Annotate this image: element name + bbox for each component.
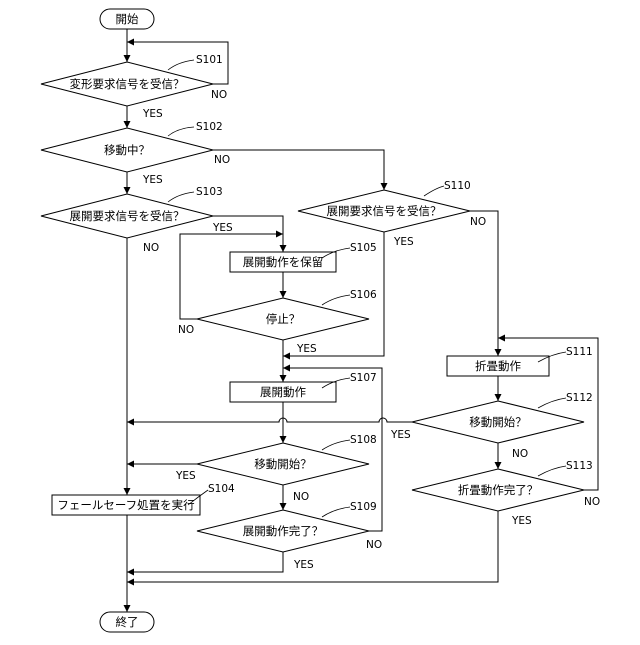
decision-s112: 移動開始？ bbox=[412, 401, 584, 443]
decision-s110: 展開要求信号を受信？ bbox=[298, 190, 470, 232]
process-s105-label: 展開動作を保留 bbox=[243, 255, 324, 269]
decision-s106: 停止？ bbox=[197, 298, 369, 340]
edge-label-s103-no: NO bbox=[143, 242, 159, 254]
process-s105: 展開動作を保留 bbox=[230, 252, 336, 272]
process-s111-label: 折畳動作 bbox=[475, 359, 521, 373]
edge-label-s110-yes: YES bbox=[393, 236, 414, 248]
edge-label-s112-no: NO bbox=[512, 448, 528, 460]
decision-s102: 移動中？ bbox=[41, 128, 213, 172]
edge-label-s110-no: NO bbox=[470, 216, 486, 228]
decision-s102-label: 移動中？ bbox=[104, 143, 150, 157]
node-start-label: 開始 bbox=[116, 12, 139, 26]
step-label-s105: S105 bbox=[350, 242, 377, 254]
process-s107: 展開動作 bbox=[230, 382, 336, 402]
process-s104-label: フェールセーフ処置を実行 bbox=[57, 498, 194, 512]
node-end-label: 終了 bbox=[116, 615, 139, 629]
decision-s112-label: 移動開始？ bbox=[469, 415, 527, 429]
process-s107-label: 展開動作 bbox=[260, 385, 306, 399]
step-label-s111: S111 bbox=[566, 346, 593, 358]
step-labels: S101 S102 S103 S104 S105 S106 S107 S108 … bbox=[196, 54, 593, 513]
edge-label-s102-no: NO bbox=[214, 154, 230, 166]
step-label-s101: S101 bbox=[196, 54, 223, 66]
edge-s110-no bbox=[470, 211, 498, 356]
process-s104: フェールセーフ処置を実行 bbox=[52, 495, 200, 515]
edge-s112-yes bbox=[127, 418, 412, 422]
decision-s101-label: 変形要求信号を受信？ bbox=[70, 77, 185, 91]
decision-s109-label: 展開動作完了？ bbox=[243, 524, 324, 538]
edge-s102-no bbox=[213, 150, 384, 190]
edge-label-s109-yes: YES bbox=[293, 559, 314, 571]
step-label-s107: S107 bbox=[350, 372, 377, 384]
edge-label-s109-no: NO bbox=[366, 539, 382, 551]
edge-label-s101-no: NO bbox=[211, 89, 227, 101]
edge-label-s113-yes: YES bbox=[511, 515, 532, 527]
step-label-s103: S103 bbox=[196, 186, 223, 198]
edge-label-s108-yes: YES bbox=[175, 470, 196, 482]
decision-s103-label: 展開要求信号を受信？ bbox=[70, 209, 185, 223]
step-label-s112: S112 bbox=[566, 392, 593, 404]
step-label-s110: S110 bbox=[444, 180, 471, 192]
decision-s108-label: 移動開始？ bbox=[254, 457, 312, 471]
edge-label-s113-no: NO bbox=[584, 496, 600, 508]
decision-s106-label: 停止？ bbox=[266, 312, 301, 326]
decision-s110-label: 展開要求信号を受信？ bbox=[327, 204, 442, 218]
step-label-s109: S109 bbox=[350, 501, 377, 513]
step-label-s106: S106 bbox=[350, 289, 377, 301]
decision-s103: 展開要求信号を受信？ bbox=[41, 194, 213, 238]
step-label-s104: S104 bbox=[208, 483, 235, 495]
decision-s101: 変形要求信号を受信？ bbox=[41, 62, 213, 106]
edge-s109-yes bbox=[127, 552, 283, 572]
decision-s113: 折畳動作完了？ bbox=[412, 469, 584, 511]
decision-s109: 展開動作完了？ bbox=[197, 510, 369, 552]
edge-label-s106-no: NO bbox=[178, 324, 194, 336]
edge-label-s101-yes: YES bbox=[142, 108, 163, 120]
node-end: 終了 bbox=[100, 612, 154, 632]
step-label-s102: S102 bbox=[196, 121, 223, 133]
edge-label-s103-yes: YES bbox=[212, 222, 233, 234]
edge-label-s108-no: NO bbox=[293, 491, 309, 503]
edge-label-s106-yes: YES bbox=[296, 343, 317, 355]
edge-label-s102-yes: YES bbox=[142, 174, 163, 186]
decision-s108: 移動開始？ bbox=[197, 443, 369, 485]
step-label-s113: S113 bbox=[566, 460, 593, 472]
step-label-s108: S108 bbox=[350, 434, 377, 446]
process-s111: 折畳動作 bbox=[447, 356, 549, 376]
node-start: 開始 bbox=[100, 9, 154, 29]
edge-label-s112-yes: YES bbox=[390, 429, 411, 441]
decision-s113-label: 折畳動作完了？ bbox=[458, 483, 539, 497]
